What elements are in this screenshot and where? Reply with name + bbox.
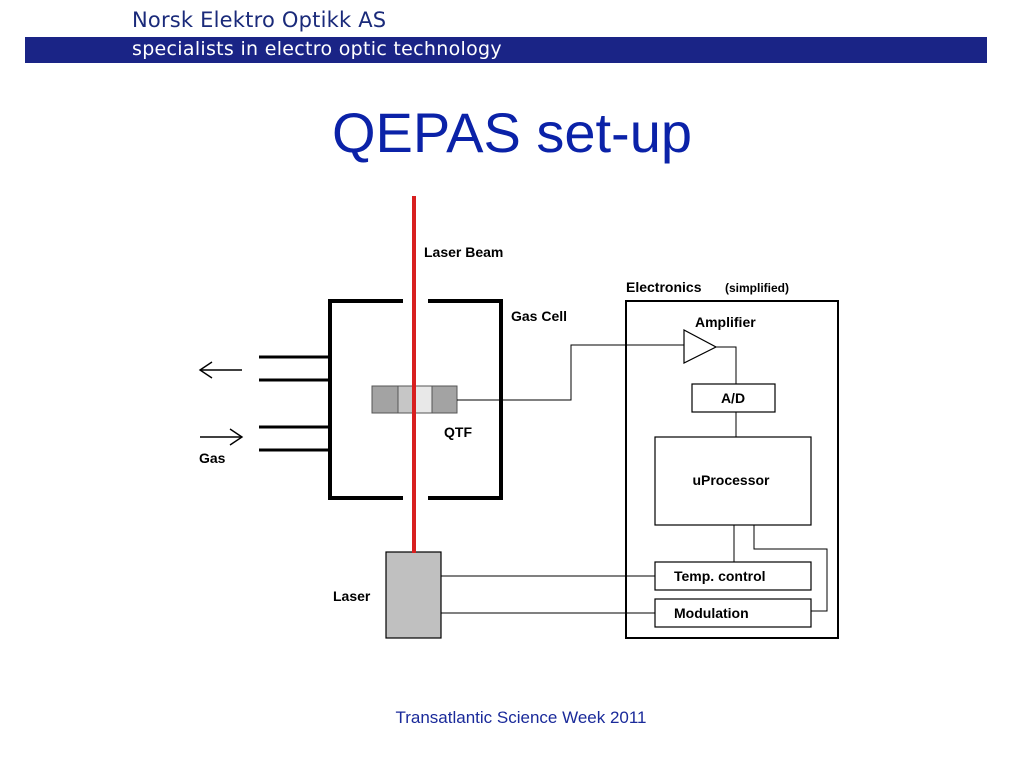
gas-label: Gas: [199, 450, 226, 466]
amplifier-label: Amplifier: [695, 314, 756, 330]
slide-title: QEPAS set-up: [331, 101, 692, 164]
ad-label: A/D: [721, 390, 745, 406]
modulation-box: [654, 598, 812, 628]
qtf-element: [371, 385, 458, 414]
company-name: Norsk Elektro Optikk AS: [132, 8, 387, 32]
gas-inlet-arrow-icon: [200, 428, 244, 446]
laser-label: Laser: [333, 588, 371, 604]
signal-wires: [441, 344, 828, 614]
electronics-label: Electronics: [626, 279, 702, 295]
amplifier-icon: [683, 329, 718, 364]
gas-outlet-arrow-icon: [198, 361, 242, 379]
laser-box: [385, 551, 442, 639]
uprocessor-box: [654, 436, 812, 526]
gas-ports: [259, 355, 330, 452]
header-bar: specialists in electro optic technology: [25, 37, 987, 63]
electronics-frame: [625, 300, 839, 639]
qtf-label: QTF: [444, 424, 472, 440]
uprocessor-label: uProcessor: [692, 472, 770, 488]
temp-control-box: [654, 561, 812, 591]
temp-control-label: Temp. control: [674, 568, 766, 584]
electronics-note: (simplified): [725, 281, 789, 295]
footer-text: Transatlantic Science Week 2011: [395, 708, 647, 727]
laser-beam-label: Laser Beam: [424, 244, 503, 260]
gas-cell-label: Gas Cell: [511, 308, 567, 324]
company-tagline: specialists in electro optic technology: [132, 38, 502, 60]
modulation-label: Modulation: [674, 605, 749, 621]
ad-box: [691, 383, 776, 413]
